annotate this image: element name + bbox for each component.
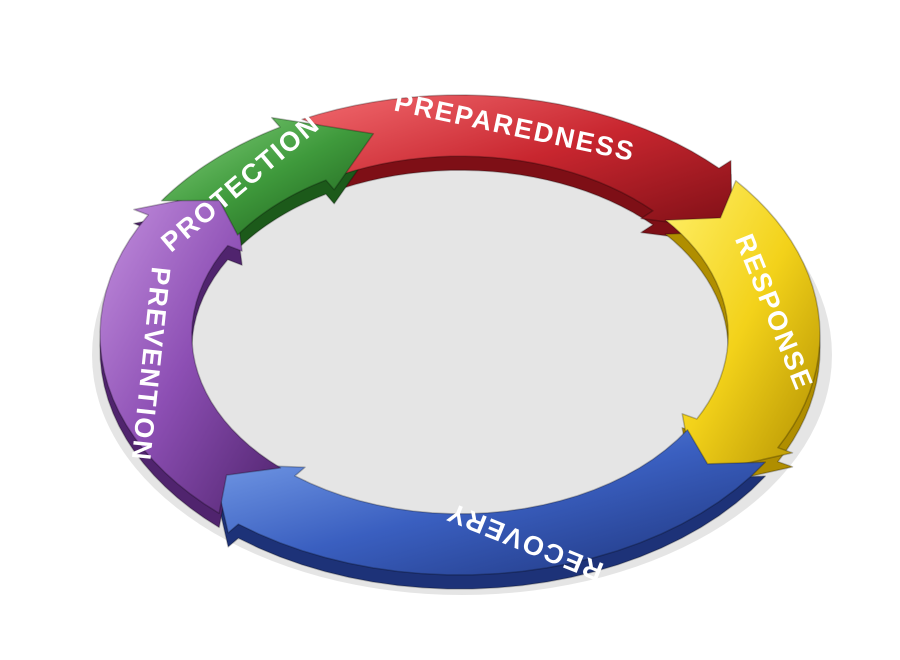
arrow-response bbox=[664, 179, 821, 476]
arrow-prevention bbox=[99, 188, 282, 515]
arrow-recovery bbox=[211, 429, 767, 576]
arrow-protection bbox=[160, 116, 375, 236]
arrow-preparedness bbox=[301, 94, 733, 232]
